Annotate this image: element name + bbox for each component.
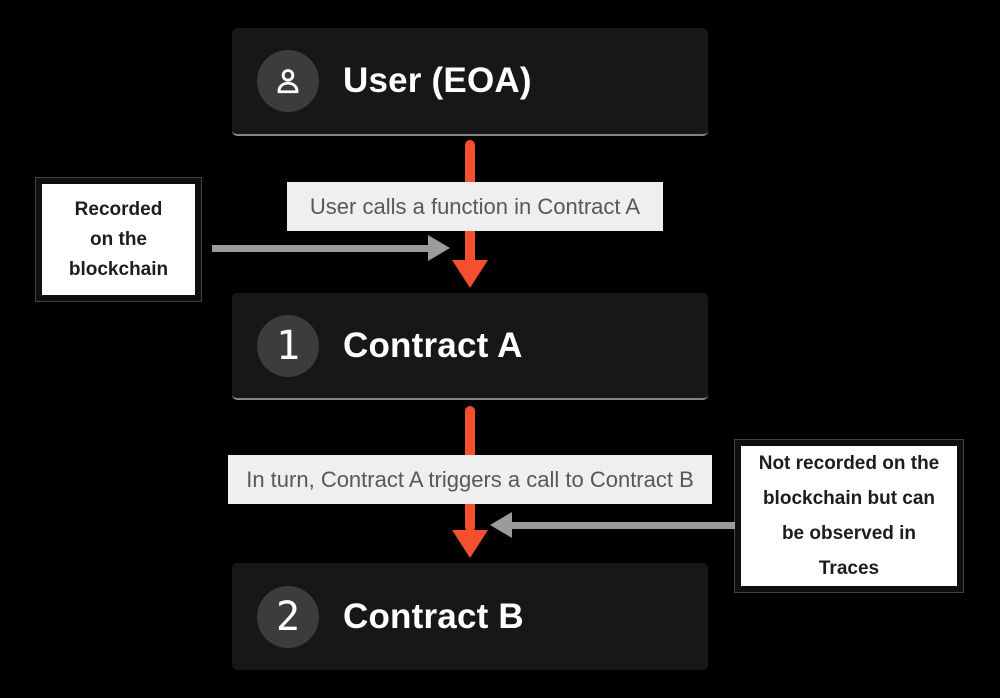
annotation-not-recorded-traces: Not recorded on the blockchain but can b… — [735, 440, 963, 592]
node-title-contract-a: Contract A — [343, 325, 523, 365]
gray-arrow-right-shaft — [512, 522, 735, 529]
flow-label-2: In turn, Contract A triggers a call to C… — [228, 455, 712, 504]
annotation-line: be observed in — [781, 523, 917, 544]
annotation-line: Not recorded on the — [758, 453, 940, 474]
step-number: 2 — [275, 593, 301, 640]
node-title-user: User (EOA) — [343, 61, 532, 100]
person-icon — [277, 69, 299, 94]
avatar — [257, 50, 319, 112]
annotation-line: blockchain but can — [762, 488, 936, 509]
gray-arrow-left-head — [428, 235, 450, 261]
flow-label-1: User calls a function in Contract A — [287, 182, 663, 231]
node-user-eoa: User (EOA) — [232, 28, 708, 136]
gray-arrow-right-head — [490, 512, 512, 538]
step-badge-circle: 2 — [257, 585, 319, 648]
annotation-recorded-on-chain: Recorded on the blockchain — [36, 178, 201, 301]
annotation-line: on the — [90, 228, 147, 250]
annotation-line: Traces — [818, 558, 880, 579]
annotation-line: blockchain — [68, 258, 169, 280]
step-badge-circle: 1 — [257, 314, 319, 377]
orange-arrow-1-head — [452, 260, 488, 288]
annotation-line: Recorded — [74, 198, 163, 220]
node-title-contract-b: Contract B — [343, 596, 524, 636]
step-number: 1 — [275, 322, 301, 369]
orange-arrow-2-head — [452, 530, 488, 558]
gray-arrow-left-shaft — [212, 245, 430, 252]
node-contract-a: 1 Contract A — [232, 293, 708, 400]
node-contract-b: 2 Contract B — [232, 563, 708, 670]
